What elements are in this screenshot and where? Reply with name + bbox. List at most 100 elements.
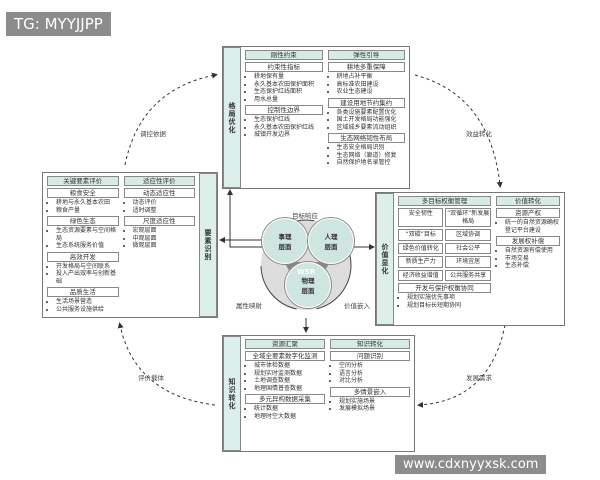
list-item: 语言分析 xyxy=(339,370,410,378)
panel-columns: 资源汇聚全域全要素数字化监测城市体检数据规划实时监测数据土地调查数据地理国情普查… xyxy=(241,336,414,451)
list-item: 规划目标长短期协同 xyxy=(407,302,491,310)
section-list: 耕地与永久基本农田粮食产量 xyxy=(47,199,119,214)
panel-column: 刚性约束约束性指标耕地保有量永久基本农田保护面积生态保护红线面积用水总量控制性边… xyxy=(245,50,323,185)
section-list: 自然资源有偿使用市场交易生态补偿 xyxy=(496,247,560,270)
circle-wuli: 物理 层面 xyxy=(285,262,331,308)
section-title: 高效开发 xyxy=(47,251,119,262)
panel-columns: 关键要素评价粮食安全耕地与永久基本农田粮食产量绿色生态生态资源要素与空间格局生态… xyxy=(43,173,199,317)
list-item: 发展模拟场景 xyxy=(339,405,410,413)
section-list: 开发格局与空间联系投入产出效率与创新基础 xyxy=(47,263,119,286)
goal-grid: 安全韧性“双循环”新发展格局“双碳”目标区域协调绿色价值转化社会公平新质生产力环… xyxy=(398,208,491,281)
section-title: 生态网络韧性布局 xyxy=(327,133,405,143)
label-value-embedding: 价值嵌入 xyxy=(344,302,370,310)
panel-top: 格局优化刚性约束约束性指标耕地保有量永久基本农田保护面积生态保护红线面积用水总量… xyxy=(222,46,410,189)
section-title: 全域全要素数字化监测 xyxy=(245,351,325,361)
goal-tag: 环境宜居 xyxy=(445,256,491,268)
section-title: 动态适应性 xyxy=(123,188,195,198)
column-header: 适应性评价 xyxy=(123,176,195,186)
panel-side-label: 知识转化 xyxy=(223,336,241,451)
section-list: 各类设施要素配置优化国土开发格局功能强化区域城乡要素流动组织 xyxy=(328,109,406,132)
panel-side-label: 格局优化 xyxy=(223,47,241,188)
panel-side-label: 要素识别 xyxy=(199,173,217,317)
list-item: 农业生态建设 xyxy=(337,88,406,96)
circle-renli: 人理 层面 xyxy=(308,218,354,264)
list-item: 城镇开发边界 xyxy=(254,131,323,139)
list-item: 中观层面 xyxy=(133,235,196,243)
panel-column: 弹性引导耕地多重保障耕地占补平衡高标准农田建设农业生态建设建设用地节约集约各类设… xyxy=(327,50,406,185)
circle-shili: 事理 层面 xyxy=(262,218,308,264)
section-title: 约束性指标 xyxy=(245,62,323,72)
list-item: 对比分析 xyxy=(339,377,410,385)
goal-tag: 公共服务共享 xyxy=(445,269,491,281)
panel-column: 资源汇聚全域全要素数字化监测城市体检数据规划实时监测数据土地调查数据地理国情普查… xyxy=(245,339,325,448)
list-item: 永久基本农田保护面积 xyxy=(254,81,323,89)
column-header: 知识转化 xyxy=(330,339,410,349)
section-title: 品质生活 xyxy=(47,287,119,297)
section-title: 问题识别 xyxy=(330,351,410,361)
panel-column: 关键要素评价粮食安全耕地与永久基本农田粮食产量绿色生态生态资源要素与空间格局生态… xyxy=(47,176,119,314)
list-item: 耕地占补平衡 xyxy=(337,73,406,81)
panel-bottom: 知识转化资源汇聚全域全要素数字化监测城市体检数据规划实时监测数据土地调查数据地理… xyxy=(222,335,415,452)
list-item: 统计数据 xyxy=(254,405,325,413)
section-list: 生态保护红线永久基本农田保护红线城镇开发边界 xyxy=(245,116,323,139)
list-item: 自然资源有偿使用 xyxy=(505,247,560,255)
wsr-core: WSR xyxy=(297,268,316,276)
list-item: 生活场景营造 xyxy=(56,298,119,306)
list-item: 适时调整 xyxy=(133,207,196,215)
section-list: 空间分析语言分析对比分析 xyxy=(330,362,410,385)
section-list: 宏观层面中观层面微观层面 xyxy=(124,227,196,250)
section-list: 动态评价适时调整 xyxy=(124,199,196,214)
list-item: 规划实施场景 xyxy=(339,398,410,406)
label-control-basis: 调控依据 xyxy=(140,130,166,138)
list-item: 动态评价 xyxy=(133,199,196,207)
column-header: 价值转化 xyxy=(495,196,560,206)
section-title: 粮食安全 xyxy=(47,188,119,198)
list-item: 规划实施优先事项 xyxy=(407,294,491,302)
panel-column: 多目标权衡管理安全韧性“双循环”新发展格局“双碳”目标区域协调绿色价值转化社会公… xyxy=(398,196,491,322)
list-item: 市场交易 xyxy=(505,255,560,263)
section-list: 耕地占补平衡高标准农田建设农业生态建设 xyxy=(328,73,406,96)
section-title: 发展权补偿 xyxy=(495,236,560,246)
goal-tag: 社会公平 xyxy=(445,242,491,254)
list-item: 区域城乡要素流动组织 xyxy=(337,124,406,132)
list-item: 生态安全格局识别 xyxy=(337,144,406,152)
section-list: 规划实施优先事项规划目标长短期协同 xyxy=(398,294,491,309)
list-item: 微观层面 xyxy=(133,242,196,250)
panel-side-label: 价值显化 xyxy=(376,193,394,325)
list-item: 粮食产量 xyxy=(56,207,119,215)
column-header: 资源汇聚 xyxy=(245,339,325,349)
column-header: 多目标权衡管理 xyxy=(398,196,491,206)
goal-tag: 新质生产力 xyxy=(398,256,444,268)
panel-columns: 多目标权衡管理安全韧性“双循环”新发展格局“双碳”目标区域协调绿色价值转化社会公… xyxy=(394,193,564,325)
list-item: 地理时空大数据 xyxy=(254,413,325,421)
list-item: 地理国情普查数据 xyxy=(254,385,325,393)
panel-column: 知识转化问题识别空间分析语言分析对比分析多情景嵌入规划实施场景发展模拟场景 xyxy=(330,339,410,448)
column-header: 刚性约束 xyxy=(245,50,323,60)
section-list: 统一的自然资源确权登记平台建设 xyxy=(496,219,560,234)
label-target-response: 目标响应 xyxy=(292,212,318,220)
list-item: 土地调查数据 xyxy=(254,377,325,385)
goal-tag: “双碳”目标 xyxy=(398,229,444,241)
list-item: 耕地与永久基本农田 xyxy=(56,199,119,207)
section-list: 耕地保有量永久基本农田保护面积生态保护红线面积用水总量 xyxy=(245,73,323,103)
column-header: 关键要素评价 xyxy=(47,176,119,186)
list-item: 统一的自然资源确权登记平台建设 xyxy=(505,219,560,234)
panel-left: 要素识别 关键要素评价粮食安全耕地与永久基本农田粮食产量绿色生态生态资源要素与空间… xyxy=(42,172,218,318)
label-evaluation-carrier: 评价载体 xyxy=(138,374,164,382)
column-header: 弹性引导 xyxy=(327,50,405,60)
list-item: 宏观层面 xyxy=(133,227,196,235)
list-item: 生态保护红线面积 xyxy=(254,88,323,96)
section-title: 控制性边界 xyxy=(245,105,323,115)
label-benefit-conversion: 效益转化 xyxy=(466,130,492,138)
list-item: 开发格局与空间联系 xyxy=(56,263,119,271)
section-list: 统计数据地理时空大数据 xyxy=(245,405,325,420)
watermark-bottom: www.cdxnyyxsk.com xyxy=(395,455,547,474)
section-title: 建设用地节约集约 xyxy=(327,97,405,108)
list-item: 公共服务设施供给 xyxy=(56,306,119,314)
goal-tag: 经济收益增值 xyxy=(398,269,444,281)
list-item: 规划实时监测数据 xyxy=(254,370,325,378)
section-list: 城市体检数据规划实时监测数据土地调查数据地理国情普查数据 xyxy=(245,362,325,392)
goal-tag: “双循环”新发展格局 xyxy=(445,208,491,227)
list-item: 空间分析 xyxy=(339,362,410,370)
list-item: 城市体检数据 xyxy=(254,362,325,370)
